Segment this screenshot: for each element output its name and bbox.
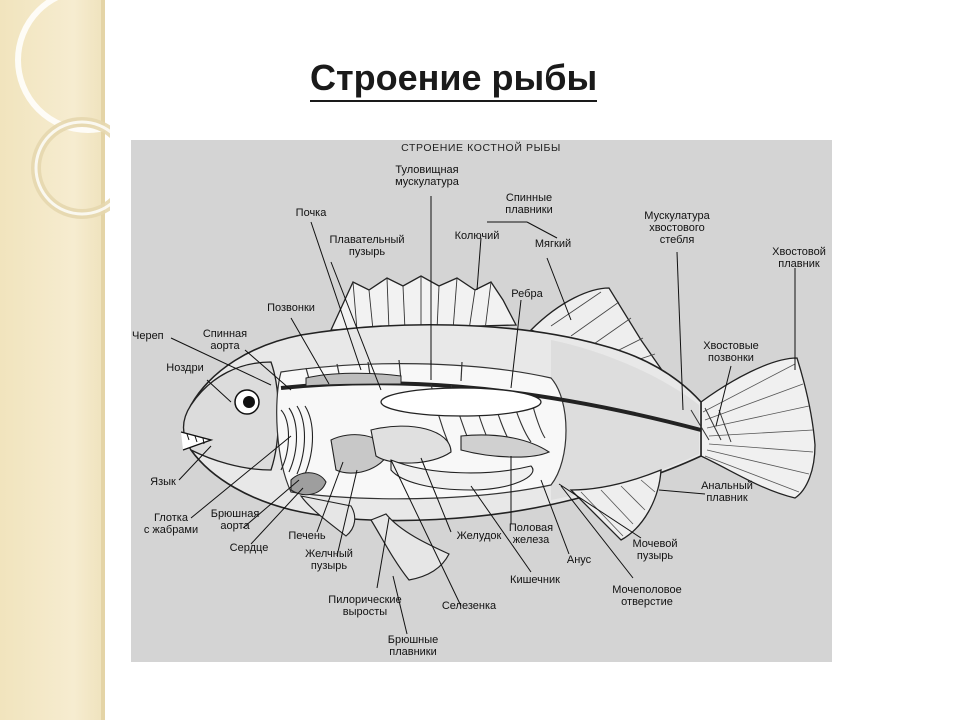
anal-fin xyxy=(569,469,662,541)
fish-anatomy-diagram: СТРОЕНИЕ КОСТНОЙ РЫБЫ Туловищная мускула… xyxy=(131,140,832,662)
label-caudal-fin: Хвостовой плавник xyxy=(772,246,826,270)
label-swim-bladder: Плавательный пузырь xyxy=(329,234,405,258)
label-stomach: Желудок xyxy=(456,530,502,542)
label-soft: Мягкий xyxy=(534,238,572,250)
label-pelvic-fins: Брюшные плавники xyxy=(387,634,439,658)
label-caudal-peduncle-muscle: Мускулатура хвостового стебля xyxy=(644,210,710,246)
label-tail-vertebrae: Хвостовые позвонки xyxy=(703,340,759,364)
label-trunk-muscle: Туловищная мускулатура xyxy=(395,164,459,188)
label-nostrils: Ноздри xyxy=(166,362,204,374)
gills xyxy=(280,405,313,475)
diagram-subtitle: СТРОЕНИЕ КОСТНОЙ РЫБЫ xyxy=(401,142,561,154)
label-gall-bladder: Желчный пузырь xyxy=(305,548,353,572)
decorative-rings xyxy=(15,0,110,219)
fish-mouth xyxy=(180,431,214,451)
caudal-fin xyxy=(700,357,816,499)
kidney-organ xyxy=(305,372,402,387)
swim-bladder-organ xyxy=(380,387,542,417)
label-ventral-aorta: Брюшная аорта xyxy=(210,508,260,532)
fish-head xyxy=(182,361,280,471)
label-dorsal-fins: Спинные плавники xyxy=(505,192,553,216)
label-ribs: Ребра xyxy=(511,288,543,300)
label-anal-fin: Анальный плавник xyxy=(701,480,753,504)
label-urogenital-opening: Мочеполовое отверстие xyxy=(612,584,682,608)
label-kidney: Почка xyxy=(295,207,327,219)
label-spleen: Селезенка xyxy=(441,600,497,612)
label-pharynx: Глотка с жабрами xyxy=(143,512,199,536)
pelvic-fin xyxy=(370,513,450,581)
label-vertebrae: Позвонки xyxy=(267,302,315,314)
label-liver: Печень xyxy=(288,530,326,542)
gonad-organ xyxy=(460,434,551,458)
label-dorsal-aorta: Спинная аорта xyxy=(202,328,248,352)
stomach-organ xyxy=(370,425,452,464)
label-pyloric: Пилорические выросты xyxy=(328,594,402,618)
fish-illustration xyxy=(170,196,816,635)
label-intestine: Кишечник xyxy=(510,574,560,586)
slide-title: Строение рыбы xyxy=(310,58,598,102)
label-tongue: Язык xyxy=(150,476,176,488)
intestine-organ xyxy=(390,459,534,491)
label-anus: Анус xyxy=(566,554,592,566)
label-spiny: Колючий xyxy=(454,230,500,242)
label-urinary-bladder: Мочевой пузырь xyxy=(632,538,678,562)
pectoral-fin xyxy=(299,495,356,537)
label-gonad: Половая железа xyxy=(508,522,554,546)
label-heart: Сердце xyxy=(229,542,269,554)
label-skull: Череп xyxy=(132,330,164,342)
